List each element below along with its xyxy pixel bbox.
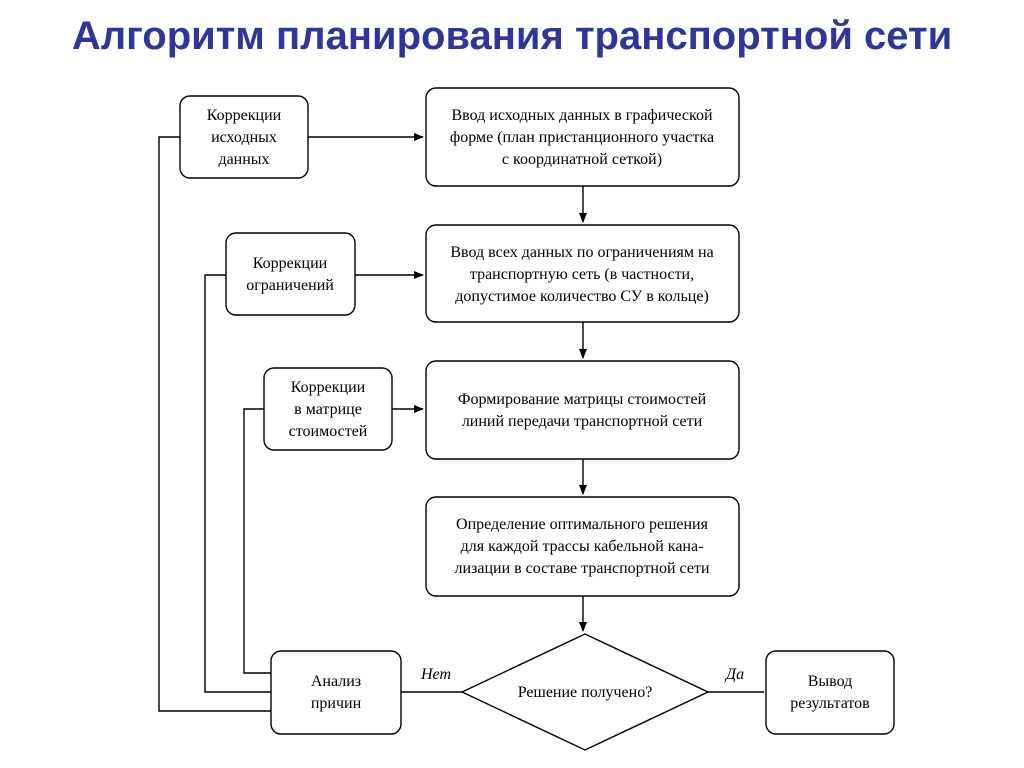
text-line: Вывод bbox=[808, 673, 853, 690]
box-output: Вывод результатов bbox=[765, 650, 895, 735]
text-line: Коррекции bbox=[207, 107, 282, 124]
label-yes: Да bbox=[724, 666, 744, 683]
label-no: Нет bbox=[420, 666, 451, 683]
box-output-text: Вывод результатов bbox=[790, 673, 870, 712]
box-corr-constraints: Коррекции ограничений bbox=[225, 232, 356, 316]
box-analysis: Анализ причин bbox=[270, 650, 402, 735]
text-line: Ввод всех данных по ограничениям на bbox=[450, 244, 713, 261]
text-line: причин bbox=[311, 695, 362, 712]
box-input-graphic-text: Ввод исходных данных в графической форме … bbox=[450, 107, 714, 168]
box-analysis-text: Анализ причин bbox=[311, 673, 362, 712]
text-line: с координатной сеткой) bbox=[502, 151, 662, 168]
text-line: Ввод исходных данных в графической bbox=[451, 107, 713, 124]
text-line: в матрице bbox=[294, 401, 362, 418]
text-line: ограничений bbox=[246, 277, 334, 294]
page-title: Алгоритм планирования транспортной сети bbox=[71, 14, 953, 58]
text-line: исходных bbox=[211, 129, 277, 146]
text-line: Решение получено? bbox=[518, 684, 653, 701]
box-corr-input: Коррекции исходных данных bbox=[179, 95, 309, 179]
decision-text: Решение получено? bbox=[518, 684, 653, 701]
box-input-constraints-text: Ввод всех данных по ограничениям на транс… bbox=[450, 244, 713, 305]
text-line: Коррекции bbox=[253, 255, 328, 272]
text-line: Коррекции bbox=[291, 379, 366, 396]
loop-to-corr-input bbox=[158, 136, 271, 712]
box-input-constraints: Ввод всех данных по ограничениям на транс… bbox=[425, 224, 740, 323]
text-line: форме (план пристанционного участка bbox=[450, 129, 714, 146]
loop-to-corr-matrix bbox=[243, 408, 271, 674]
decision-diamond: Решение получено? bbox=[460, 633, 710, 751]
text-line: данных bbox=[218, 151, 269, 168]
text-line: для каждой трассы кабельной кана- bbox=[461, 538, 704, 555]
box-corr-constraints-text: Коррекции ограничений bbox=[246, 255, 334, 294]
box-corr-matrix: Коррекции в матрице стоимостей bbox=[263, 367, 393, 451]
box-optimal-solution-text: Определение оптимального решения для кажд… bbox=[454, 516, 709, 577]
box-optimal-solution: Определение оптимального решения для кажд… bbox=[425, 496, 740, 597]
connectors bbox=[158, 133, 764, 712]
box-corr-matrix-text: Коррекции в матрице стоимостей bbox=[289, 379, 368, 440]
text-line: Формирование матрицы стоимостей bbox=[458, 391, 707, 408]
text-line: результатов bbox=[790, 695, 870, 712]
text-line: допустимое количество СУ в кольце) bbox=[455, 288, 709, 305]
box-cost-matrix: Формирование матрицы стоимостей линий пер… bbox=[425, 360, 740, 460]
box-input-graphic: Ввод исходных данных в графической форме … bbox=[425, 87, 740, 187]
text-line: Анализ bbox=[311, 673, 361, 690]
text-line: линий передачи транспортной сети bbox=[462, 413, 703, 430]
text-line: лизации в составе транспортной сети bbox=[454, 560, 709, 577]
box-corr-input-text: Коррекции исходных данных bbox=[207, 107, 282, 168]
text-line: Определение оптимального решения bbox=[456, 516, 709, 533]
box-cost-matrix-text: Формирование матрицы стоимостей линий пер… bbox=[458, 391, 707, 430]
loop-to-corr-constraints bbox=[204, 274, 271, 693]
text-line: стоимостей bbox=[289, 423, 368, 440]
text-line: транспортную сеть (в частности, bbox=[470, 266, 694, 283]
